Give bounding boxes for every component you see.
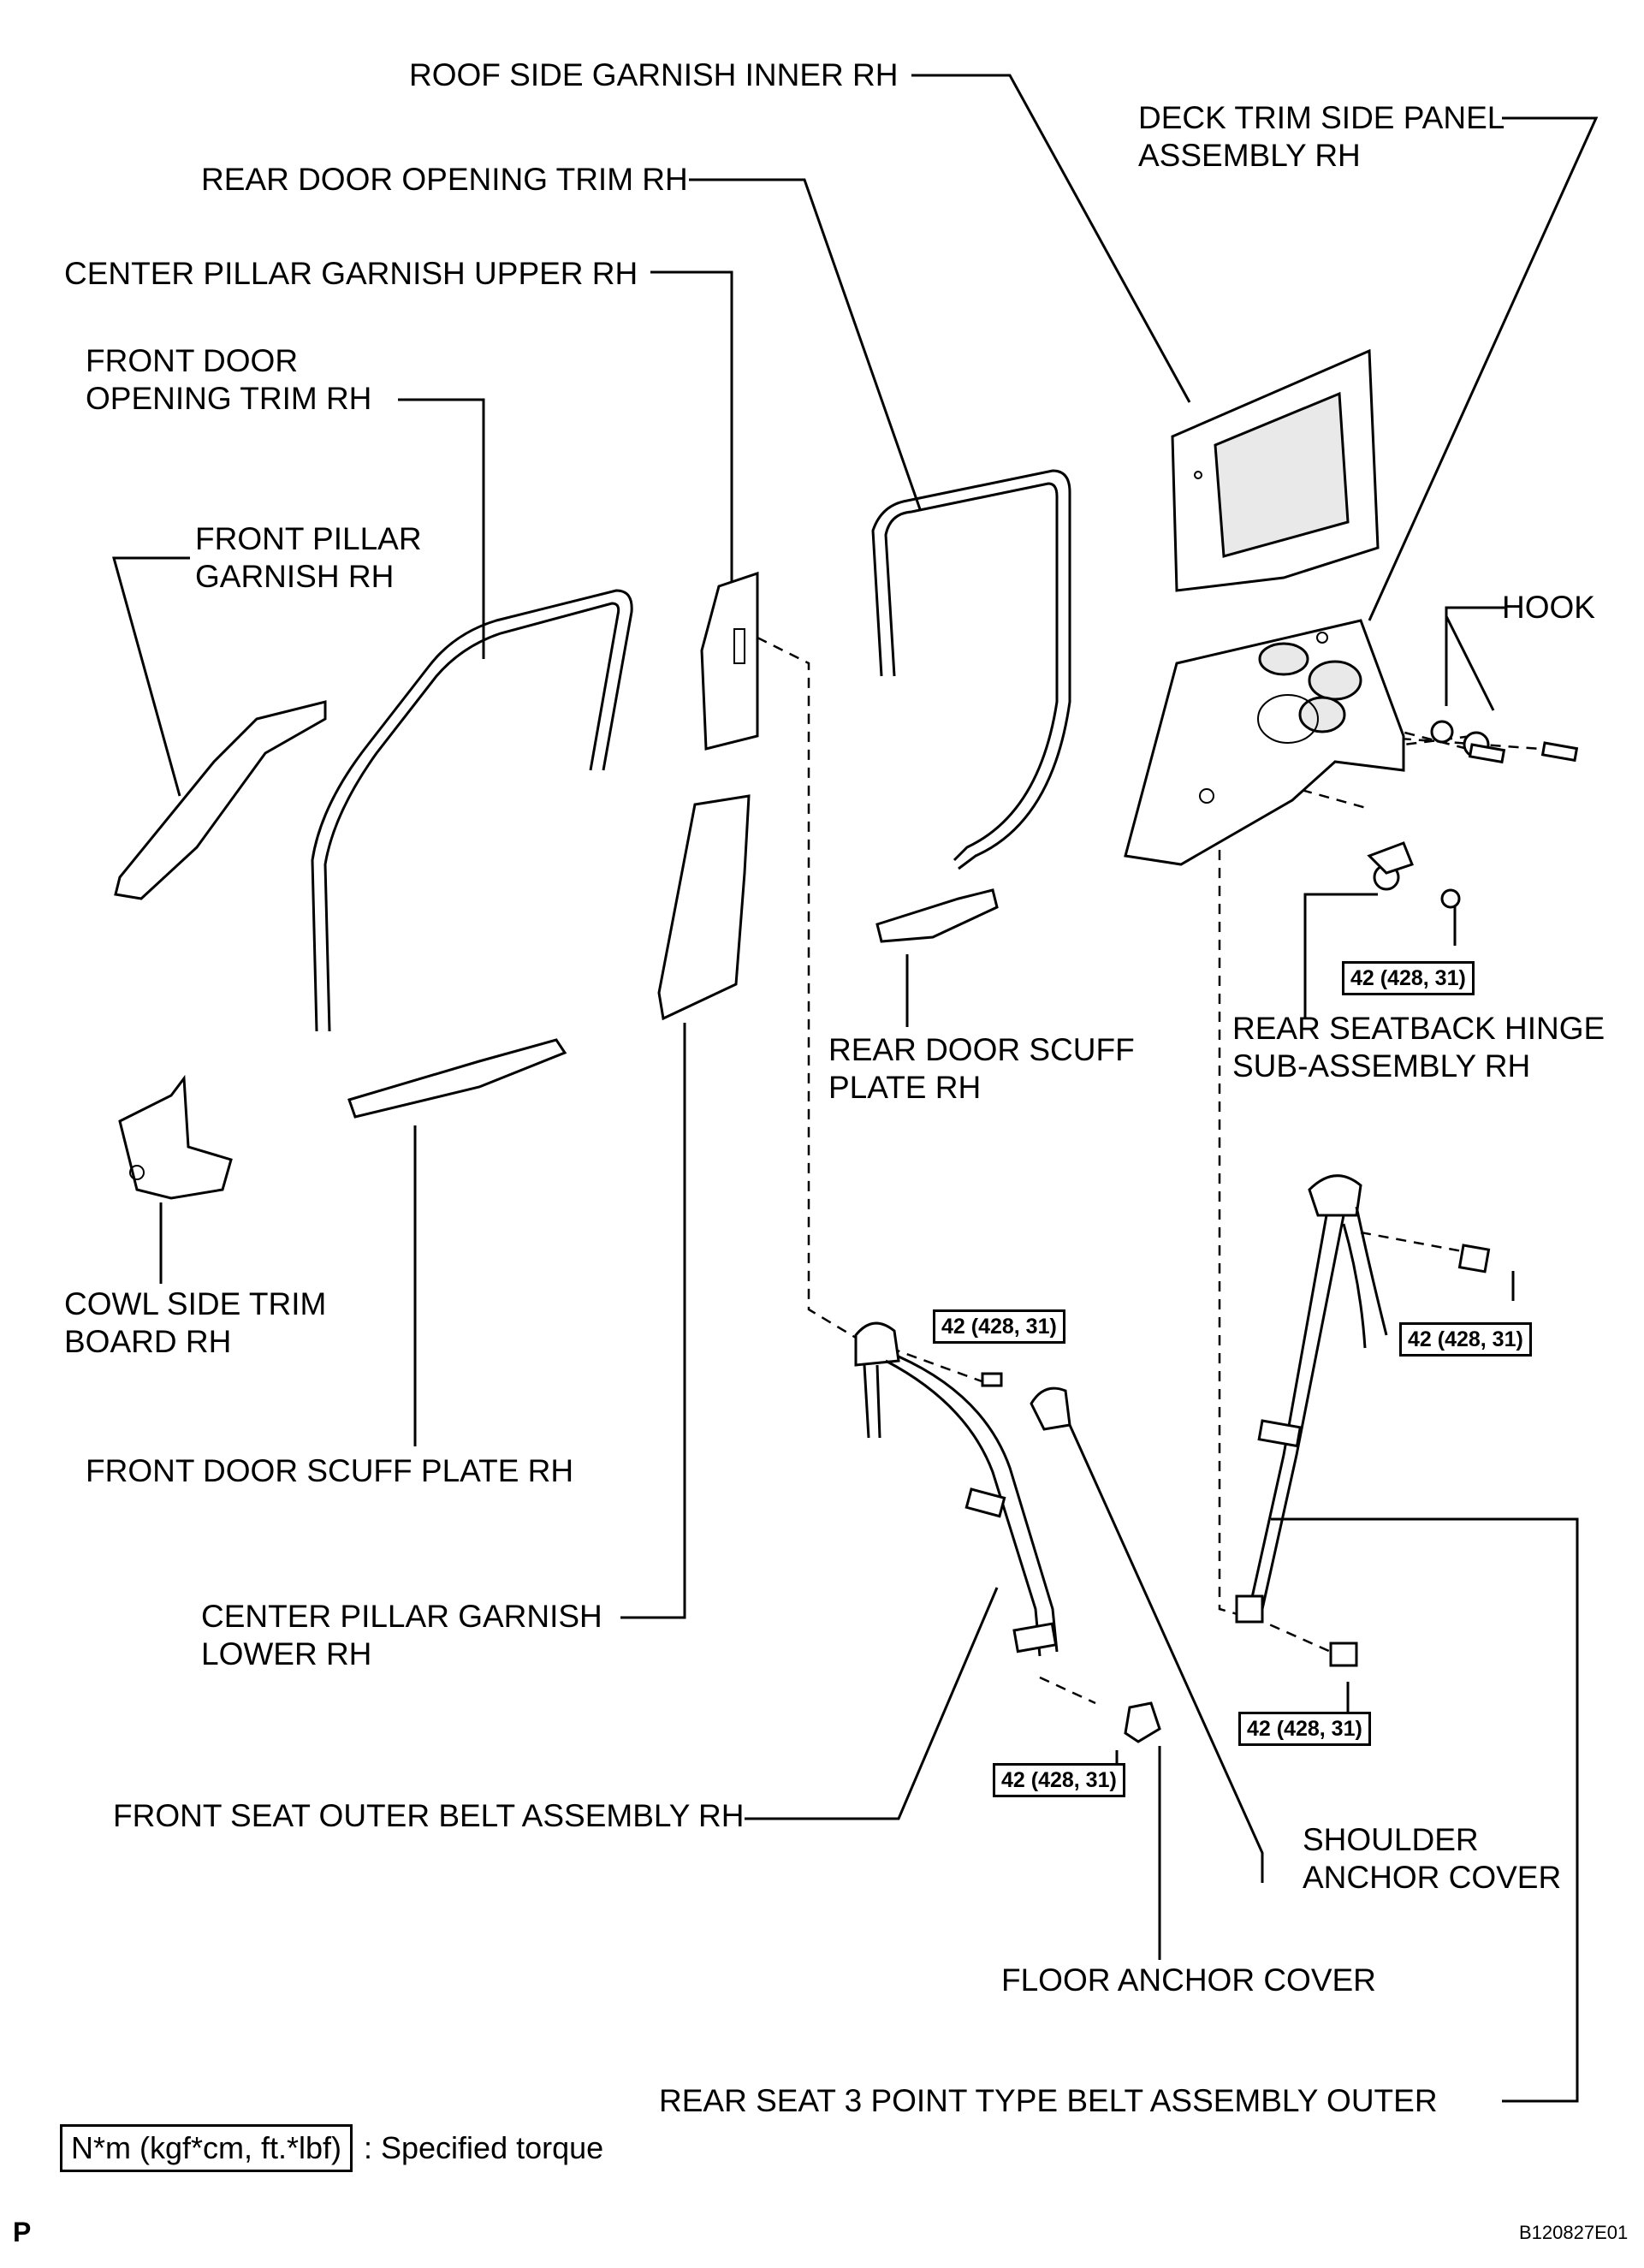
front-seat-outer-belt-label: FRONT SEAT OUTER BELT ASSEMBLY RH xyxy=(113,1798,745,1833)
torque-legend-box: N*m (kgf*cm, ft.*lbf) xyxy=(60,2124,353,2172)
torque-box-rear-belt-lower: 42 (428, 31) xyxy=(1238,1712,1371,1746)
front-seat-outer-belt-part xyxy=(854,1321,1059,1657)
cowl-side-trim-part xyxy=(118,1074,233,1200)
front-door-scuff-label: FRONT DOOR SCUFF PLATE RH xyxy=(86,1453,574,1488)
cowl-side-trim-label: COWL SIDE TRIM BOARD RH xyxy=(64,1286,327,1359)
shoulder-anchor-cover-label: SHOULDER ANCHOR COVER xyxy=(1303,1822,1562,1895)
center-pillar-upper-label: CENTER PILLAR GARNISH UPPER RH xyxy=(64,256,638,291)
torque-box-seatback-hinge: 42 (428, 31) xyxy=(1342,961,1475,995)
rear-seatback-hinge-label: REAR SEATBACK HINGE SUB-ASSEMBLY RH xyxy=(1232,1011,1605,1084)
rear-seat-belt-part xyxy=(1235,1174,1491,1667)
center-pillar-lower-label: CENTER PILLAR GARNISH LOWER RH xyxy=(201,1599,602,1671)
floor-anchor-cover-label: FLOOR ANCHOR COVER xyxy=(1001,1962,1376,1998)
torque-legend-text: : Specified torque xyxy=(364,2130,604,2165)
rear-door-scuff-part xyxy=(875,888,999,943)
torque-box-rear-belt-upper: 42 (428, 31) xyxy=(1399,1322,1532,1357)
roof-side-garnish-part xyxy=(1171,348,1380,592)
torque-box-front-belt-upper: 42 (428, 31) xyxy=(933,1309,1065,1344)
rear-seat-belt-label: REAR SEAT 3 POINT TYPE BELT ASSEMBLY OUT… xyxy=(659,2083,1438,2118)
rear-door-opening-trim-label: REAR DOOR OPENING TRIM RH xyxy=(201,162,688,197)
center-pillar-upper-part xyxy=(700,571,759,751)
figure-id: B120827E01 xyxy=(1519,2222,1629,2243)
leader-lines xyxy=(112,74,1599,2103)
front-door-opening-trim-part xyxy=(311,589,633,1032)
floor-anchor-cover-part xyxy=(1124,1701,1161,1743)
rear-door-scuff-label: REAR DOOR SCUFF PLATE RH xyxy=(828,1032,1135,1105)
front-door-scuff-part xyxy=(347,1038,567,1119)
front-pillar-garnish-label: FRONT PILLAR GARNISH RH xyxy=(195,521,422,594)
rear-door-opening-trim-part xyxy=(871,469,1071,870)
shoulder-anchor-cover-part xyxy=(1030,1386,1071,1431)
hook-fasteners xyxy=(1367,720,1579,909)
deck-trim-side-panel-part xyxy=(1124,619,1405,866)
torque-box-front-belt-lower: 42 (428, 31) xyxy=(993,1763,1125,1797)
deck-trim-side-panel-label: DECK TRIM SIDE PANEL ASSEMBLY RH xyxy=(1138,100,1505,173)
front-door-opening-trim-label: FRONT DOOR OPENING TRIM RH xyxy=(86,343,372,416)
roof-side-garnish-label: ROOF SIDE GARNISH INNER RH xyxy=(409,57,899,92)
center-pillar-lower-part xyxy=(657,794,751,1021)
hook-label: HOOK xyxy=(1502,590,1595,625)
front-pillar-garnish-part xyxy=(114,700,327,900)
page-mark: P xyxy=(13,2217,32,2247)
